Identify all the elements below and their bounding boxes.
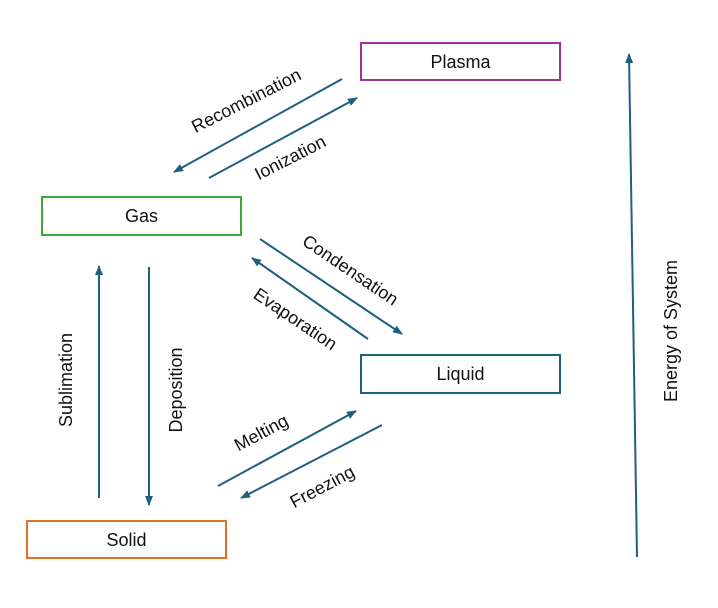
melting-label: Melting [231, 410, 292, 455]
recombination-label: Recombination [188, 64, 304, 136]
liquid-state-box: Liquid [360, 354, 561, 394]
recombination-arrow [173, 78, 343, 173]
evaporation-label: Evaporation [250, 284, 341, 354]
melting-arrow [217, 410, 357, 487]
plasma-label: Plasma [430, 52, 491, 72]
evaporation-arrow [251, 257, 369, 340]
freezing-arrow [240, 424, 383, 499]
energy-axis-arrow [625, 53, 638, 558]
liquid-label: Liquid [436, 364, 484, 384]
ionization-label: Ionization [251, 131, 329, 184]
liquid-box-border [360, 354, 561, 394]
plasma-box-border [360, 42, 561, 81]
gas-label: Gas [125, 206, 158, 226]
plasma-state-box: Plasma [360, 42, 561, 81]
solid-label: Solid [106, 530, 146, 550]
energy-axis-label: Energy of System [661, 260, 681, 402]
deposition-label: Deposition [166, 347, 186, 432]
solid-state-box: Solid [26, 520, 227, 559]
sublimation-label: Sublimation [56, 333, 76, 427]
solid-box-border [26, 520, 227, 559]
gas-box-border [41, 196, 242, 236]
condensation-label: Condensation [299, 231, 402, 310]
gas-state-box: Gas [41, 196, 242, 236]
condensation-arrow [259, 238, 403, 335]
ionization-arrow [208, 97, 358, 179]
